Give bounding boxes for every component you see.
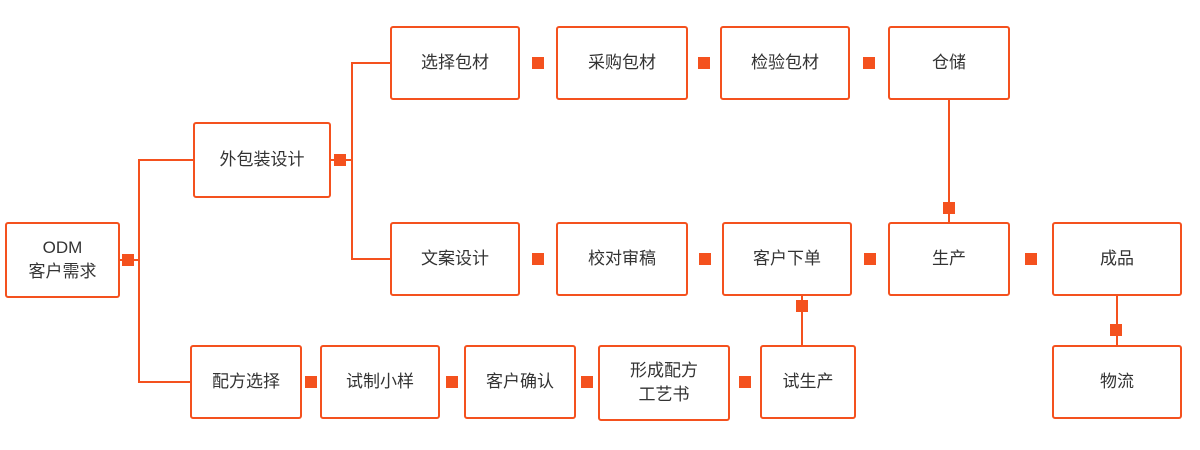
connector-dot-confirm-document [581, 376, 593, 388]
connector-dot-warehouse-to-production [943, 202, 955, 214]
connector-dot-trialsample-confirm [446, 376, 458, 388]
node-formula-selection: 配方选择 [190, 345, 302, 419]
node-outer-packaging-design: 外包装设计 [193, 122, 331, 198]
node-warehouse: 仓储 [888, 26, 1010, 100]
connector-line-trunk-branch [351, 62, 353, 260]
node-odm-customer-requirement: ODM 客户需求 [5, 222, 120, 298]
connector-dot-copy-proofread [532, 253, 544, 265]
node-logistics: 物流 [1052, 345, 1182, 419]
connector-dot-proofread-order [699, 253, 711, 265]
connector-dot-document-trialproduction [739, 376, 751, 388]
connector-line-to-select-material [351, 62, 390, 64]
connector-dot-production-finished [1025, 253, 1037, 265]
node-proofreading-review: 校对审稿 [556, 222, 688, 296]
node-finished-goods: 成品 [1052, 222, 1182, 296]
connector-dot-order-production [864, 253, 876, 265]
node-customer-confirmation: 客户确认 [464, 345, 576, 419]
node-customer-order: 客户下单 [722, 222, 852, 296]
connector-dot-inspect-warehouse [863, 57, 875, 69]
node-inspect-packaging-material: 检验包材 [720, 26, 850, 100]
connector-line-finished-to-logistics [1116, 296, 1118, 345]
connector-line-warehouse-to-production [948, 100, 950, 222]
connector-line-to-copywriting [351, 258, 390, 260]
connector-line-to-packaging-design [138, 159, 193, 161]
connector-dot-finished-to-logistics [1110, 324, 1122, 336]
node-trial-sample: 试制小样 [320, 345, 440, 419]
connector-dot-trialproduction-to-order [796, 300, 808, 312]
node-select-packaging-material: 选择包材 [390, 26, 520, 100]
node-formula-process-document: 形成配方 工艺书 [598, 345, 730, 421]
connector-line-trialproduction-to-order [801, 296, 803, 345]
node-trial-production: 试生产 [760, 345, 856, 419]
node-production: 生产 [888, 222, 1010, 296]
connector-line-trunk-left [138, 159, 140, 383]
connector-dot-purchase-inspect [698, 57, 710, 69]
connector-dot-packaging-out [334, 154, 346, 166]
node-purchase-packaging-material: 采购包材 [556, 26, 688, 100]
connector-dot-formula-trialsample [305, 376, 317, 388]
connector-dot-odm [122, 254, 134, 266]
connector-line-to-formula-selection [138, 381, 190, 383]
node-copywriting-design: 文案设计 [390, 222, 520, 296]
connector-dot-select-purchase [532, 57, 544, 69]
